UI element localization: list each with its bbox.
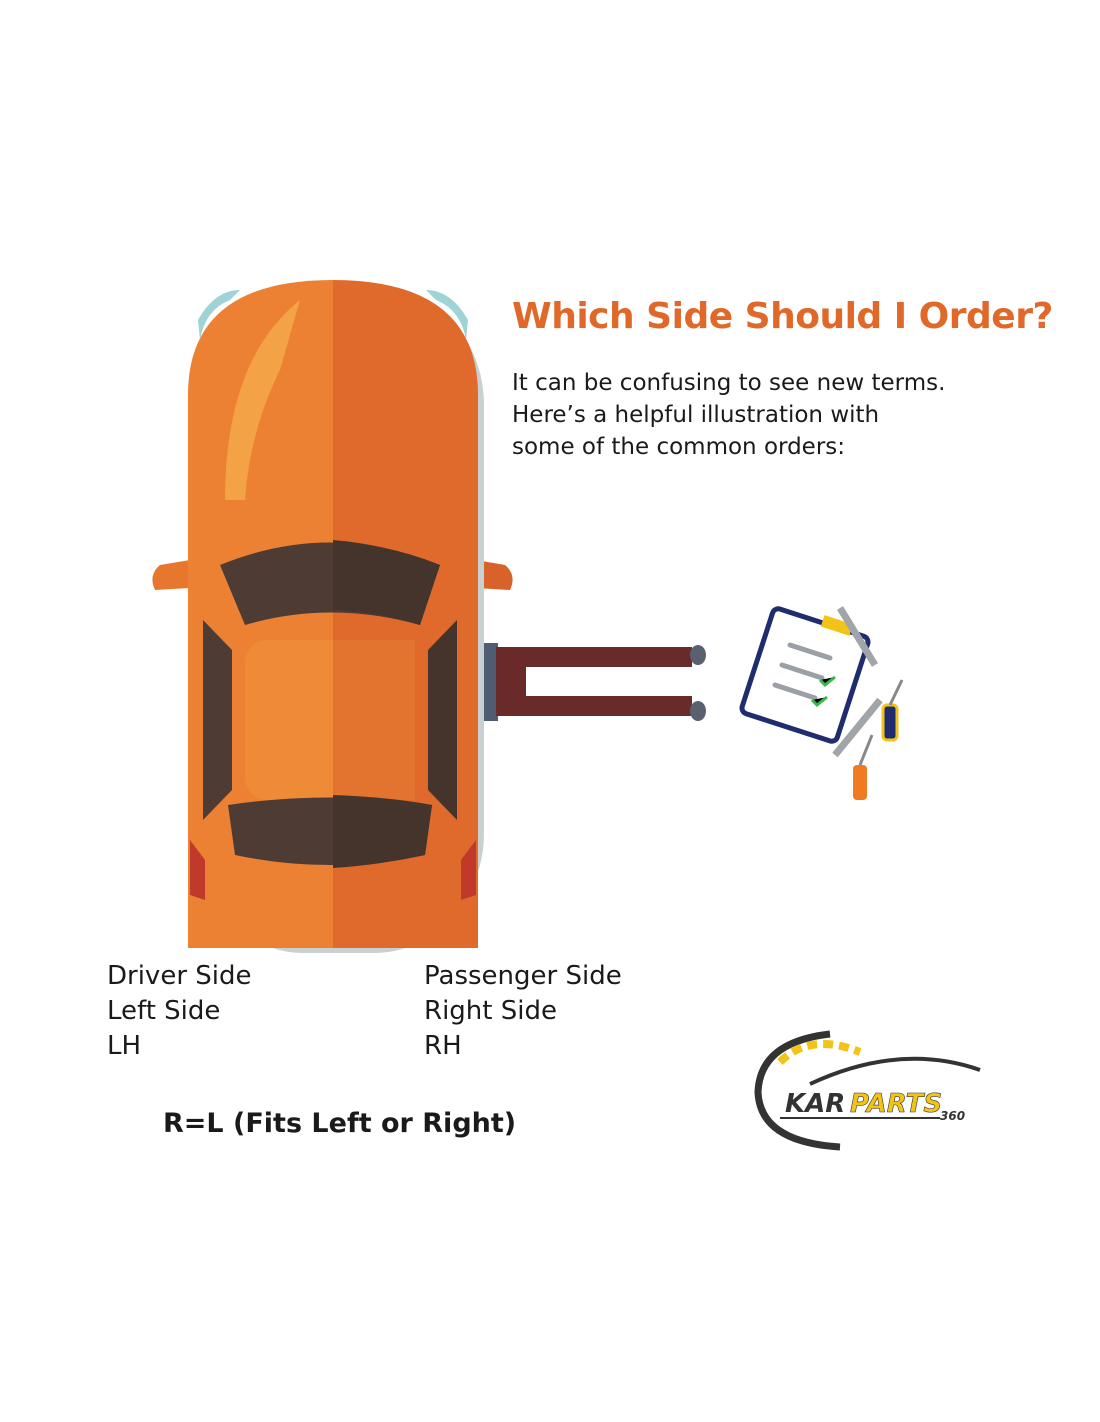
svg-text:PARTS: PARTS — [850, 1089, 942, 1119]
driver-side-label: Driver Side — [107, 961, 252, 991]
right-side-label: Right Side — [424, 996, 557, 1026]
mechanic-legs — [468, 643, 706, 721]
rh-label: RH — [424, 1031, 462, 1061]
karparts-logo: KAR PARTS 360 — [754, 1030, 981, 1151]
clipboard-tools-icon — [739, 606, 904, 800]
fits-both-note: R=L (Fits Left or Right) — [163, 1108, 517, 1139]
lh-label: LH — [107, 1031, 142, 1061]
intro-line-1: It can be confusing to see new terms. — [512, 370, 946, 396]
intro-line-3: some of the common orders: — [512, 434, 846, 460]
page-title: Which Side Should I Order? — [512, 296, 1053, 337]
left-side-label: Left Side — [107, 996, 221, 1026]
svg-text:360: 360 — [940, 1109, 965, 1123]
car-illustration — [152, 280, 904, 953]
svg-text:KAR: KAR — [785, 1089, 845, 1119]
passenger-side-label: Passenger Side — [424, 961, 622, 991]
intro-line-2: Here’s a helpful illustration with — [512, 402, 880, 428]
